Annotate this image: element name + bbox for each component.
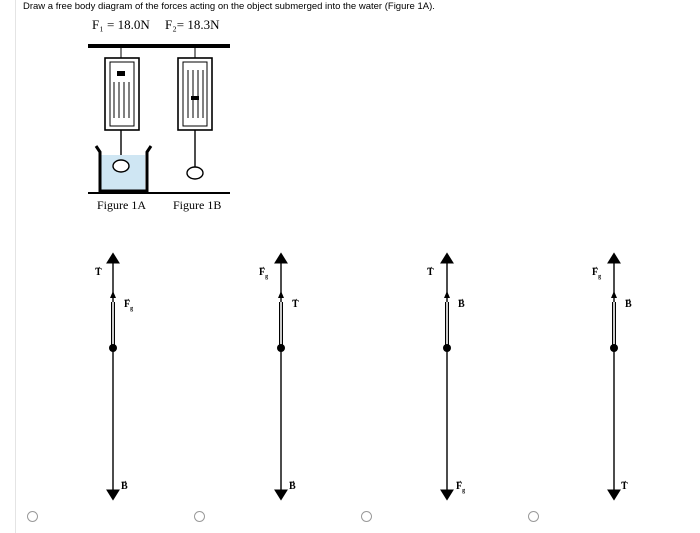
- figure-1a-caption: Figure 1A: [97, 198, 146, 212]
- f2-label: F₂= 18.3N: [165, 17, 220, 32]
- left-divider: [15, 0, 16, 533]
- figure-1b-caption: Figure 1B: [173, 198, 222, 212]
- option-c-upper-label: →B: [457, 294, 465, 310]
- option-d-diagram: [607, 252, 621, 501]
- option-c-bottom-label: →Fg: [455, 476, 466, 494]
- option-a-diagram: [106, 252, 120, 501]
- option-b-diagram: [274, 252, 288, 501]
- option-c-radio[interactable]: [361, 511, 372, 522]
- option-a-bottom-label: →B: [120, 476, 128, 492]
- option-b-bottom-label: →B: [288, 476, 296, 492]
- option-d-bottom-label: →T: [620, 476, 628, 492]
- option-b-upper-label: →T: [291, 294, 299, 310]
- option-d-top-label: →Fg: [591, 262, 602, 280]
- option-a-radio[interactable]: [27, 511, 38, 522]
- question-text: Draw a free body diagram of the forces a…: [23, 1, 435, 12]
- option-d-radio[interactable]: [528, 511, 539, 522]
- option-a-top-label: →T: [94, 262, 102, 278]
- f1-label: F₁ = 18.0N: [92, 17, 150, 32]
- option-c-top-label: →T: [426, 262, 434, 278]
- option-c-diagram: [440, 252, 454, 501]
- option-d-upper-label: →B: [624, 294, 632, 310]
- option-a-upper-label: →Fg: [123, 294, 134, 312]
- option-b-top-label: →Fg: [258, 262, 269, 280]
- option-b-radio[interactable]: [194, 511, 205, 522]
